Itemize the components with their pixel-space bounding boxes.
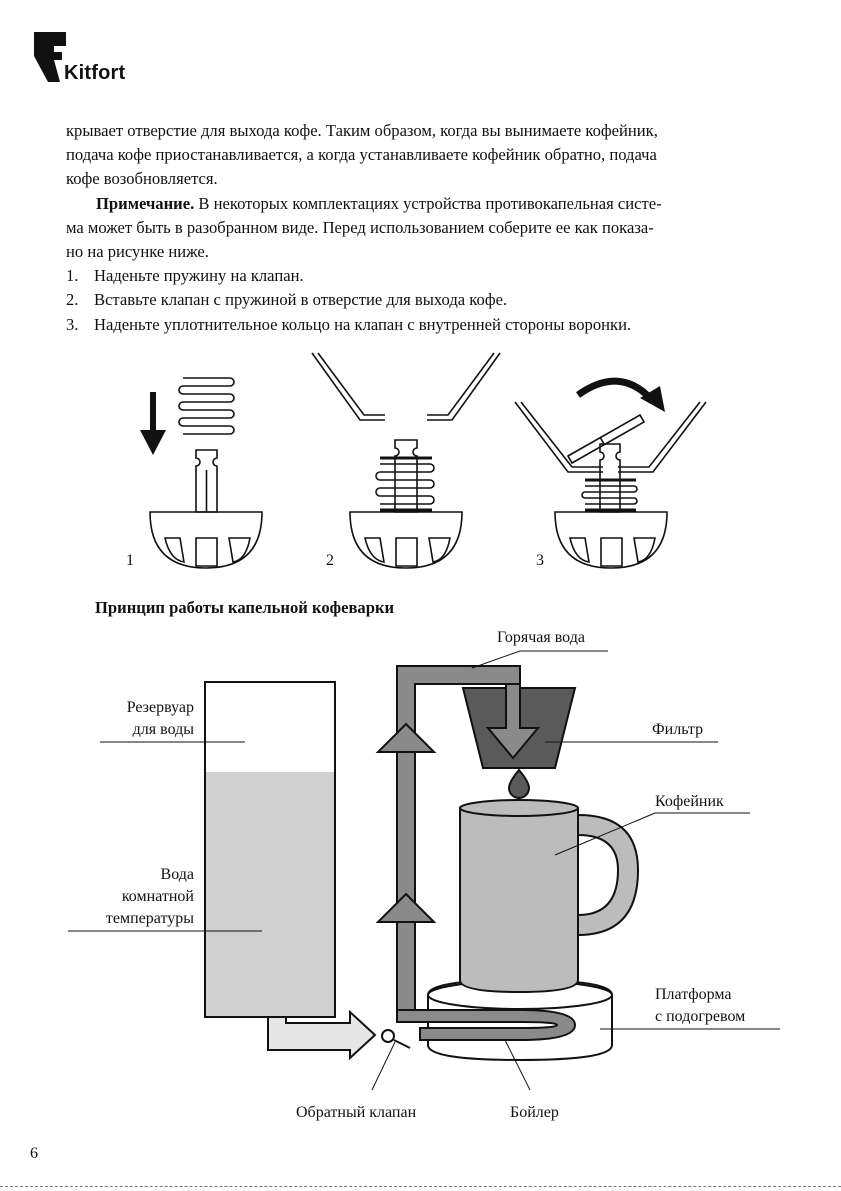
note-label: Примечание. <box>96 193 195 213</box>
list-text: Наденьте уплотнительное кольцо на клапан… <box>94 314 632 334</box>
list-text: Наденьте пружину на клапан. <box>94 266 304 286</box>
step-label-2: 2 <box>326 552 334 569</box>
up-arrow-icon <box>375 722 437 753</box>
list-number: 2. <box>66 290 79 310</box>
label-room-temp-water: Вода комнатной температуры <box>70 864 194 930</box>
diagram-title: Принцип работы капельной кофеварки <box>95 598 395 617</box>
note-text: В некоторых комплектациях устройства про… <box>194 193 662 213</box>
step3-rotate-arrow-icon <box>575 377 665 412</box>
step3-valve-spring-icon <box>581 443 638 513</box>
page-number: 6 <box>30 1145 38 1162</box>
list-text: Вставьте клапан с пружиной в отверстие д… <box>94 290 508 310</box>
label-reservoir: Резервуар для воды <box>80 697 194 741</box>
kitfort-logo-icon <box>34 32 66 82</box>
coffee-pot-body <box>459 807 579 994</box>
step-label-1: 1 <box>126 552 134 569</box>
up-arrow-icon <box>375 892 437 923</box>
check-valve-icon <box>381 1029 395 1043</box>
list-item: 3. Наденьте уплотнительное кольцо на кла… <box>66 313 778 337</box>
list-number: 3. <box>66 314 79 334</box>
step1-down-arrow-icon <box>140 392 166 455</box>
label-check-valve: Обратный клапан <box>296 1104 417 1121</box>
step1-cup-icon <box>149 511 263 569</box>
label-platform-line: с подогревом <box>655 1008 746 1025</box>
label-room-temp-line: температуры <box>105 910 194 927</box>
note-line: Примечание. В некоторых комплектациях ус… <box>66 192 778 216</box>
para1-line: крывает отверстие для выхода кофе. Таким… <box>66 121 658 140</box>
coffee-drop-icon <box>507 768 531 799</box>
label-reservoir-line: Резервуар <box>126 699 194 716</box>
para1-line: подача кофе приостанавливается, а когда … <box>66 145 657 165</box>
para1-line: кофе возобновляется. <box>66 169 218 189</box>
inlet-pipe-arrow-icon <box>267 1009 377 1061</box>
step2-cup-icon <box>349 511 463 569</box>
label-room-temp-line: Вода <box>160 866 194 883</box>
step1-valve-icon <box>195 449 218 513</box>
list-item: 2. Вставьте клапан с пружиной в отверсти… <box>66 288 778 312</box>
list-number: 1. <box>66 266 79 286</box>
label-room-temp-line: комнатной <box>121 888 194 905</box>
note-line: но на рисунке ниже. <box>66 242 209 262</box>
step-label-3: 3 <box>536 552 544 569</box>
coffee-maker-diagram <box>68 650 780 1091</box>
label-platform: Платформа с подогревом <box>655 984 745 1028</box>
body-text: крывает отверстие для выхода кофе. Таким… <box>66 119 778 337</box>
label-platform-line: Платформа <box>655 986 732 1003</box>
label-filter: Фильтр <box>652 721 704 738</box>
reservoir-water <box>206 772 334 1016</box>
label-boiler: Бойлер <box>510 1104 559 1121</box>
step3-funnel-icon <box>514 401 707 473</box>
note-line: ма может быть в разобранном виде. Перед … <box>66 217 654 237</box>
step2-valve-spring-icon <box>375 439 435 513</box>
assembly-steps-illustration <box>140 352 707 569</box>
label-coffee-pot: Кофейник <box>655 793 724 810</box>
label-reservoir-line: для воды <box>132 721 194 738</box>
step3-cup-icon <box>554 511 668 569</box>
label-hot-water: Горячая вода <box>497 629 585 646</box>
step1-spring-icon <box>178 377 235 435</box>
list-item: 1. Наденьте пружину на клапан. <box>66 264 778 288</box>
step3-seal-ring-icon <box>566 413 646 465</box>
step2-funnel-icon <box>311 352 501 421</box>
page-bottom-divider <box>0 1186 841 1187</box>
down-arrow-icon <box>485 683 541 760</box>
brand-name: Kitfort <box>64 62 126 84</box>
boiler-coil <box>396 1009 577 1041</box>
